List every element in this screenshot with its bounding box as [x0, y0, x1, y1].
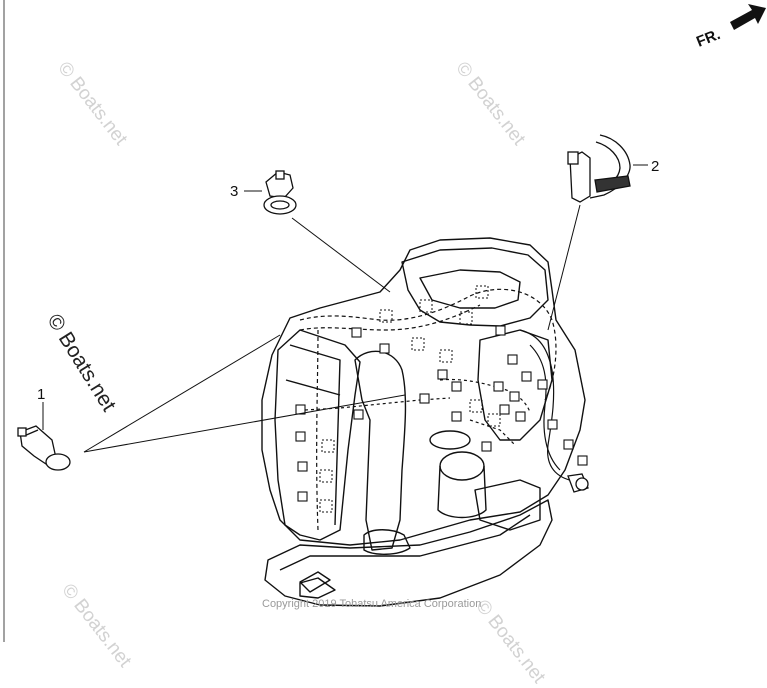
harness-connectors — [295, 325, 588, 502]
wire-harness — [299, 288, 581, 531]
copyright-notice: Copyright 2019 Tohatsu America Corporati… — [262, 598, 482, 610]
clamp-part-2 — [567, 134, 631, 203]
callout-1: 1 — [37, 386, 46, 403]
callout-3: 3 — [230, 183, 239, 200]
spark-plug-boot — [567, 473, 589, 493]
clamp-part-3 — [263, 170, 297, 215]
engine-block — [261, 237, 586, 607]
parts-diagram: 1 2 3 © Boats.net © Boats.net © Boats.ne… — [3, 0, 766, 687]
leader-lines — [42, 164, 648, 453]
dashed-connectors — [319, 285, 501, 513]
callout-2: 2 — [651, 158, 660, 175]
clamp-part-1 — [17, 425, 71, 471]
fr-arrow-icon — [730, 4, 766, 30]
diagram-drawing — [3, 0, 766, 642]
